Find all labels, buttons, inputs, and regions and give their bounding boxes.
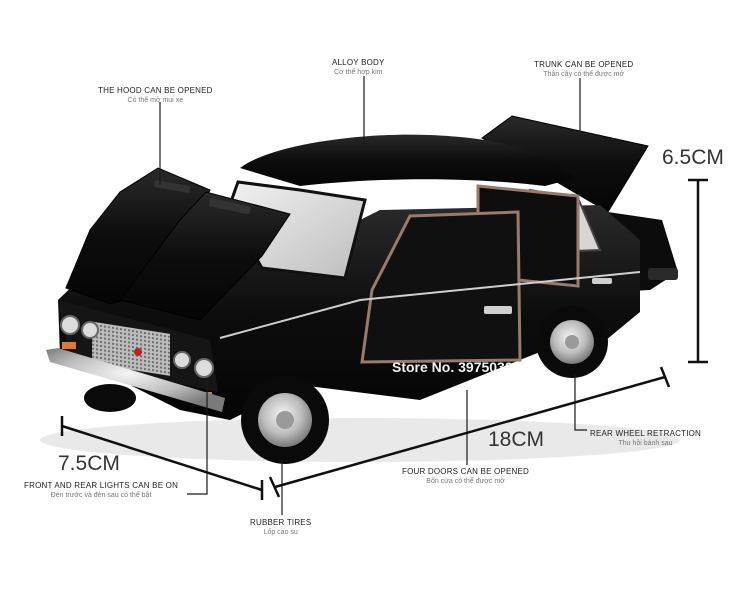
dim-length-cap-start: [268, 476, 281, 498]
callout-lights: FRONT AND REAR LIGHTS CAN BE ON Đèn trướ…: [24, 481, 178, 499]
hood-panel-front: [119, 191, 291, 321]
dim-width-line: [61, 424, 263, 492]
side-chrome-strip: [219, 271, 641, 339]
callout-tires: RUBBER TIRES Lốp cao su: [250, 518, 311, 536]
headlight-left-inner: [81, 321, 99, 339]
callout-trunk-vi: Thân cây có thể được mở: [543, 71, 625, 78]
roof: [240, 134, 575, 186]
callout-body: ALLOY BODY Cơ thể hợp kim: [332, 58, 385, 76]
hood-panel-back: [65, 167, 211, 305]
callout-wheel-vi: Thu hồi bánh sau: [618, 440, 673, 447]
trunk-lid: [481, 115, 649, 213]
callout-lights-vi: Đèn trước và đèn sau có thể bật: [50, 492, 152, 499]
callout-doors-en: FOUR DOORS CAN BE OPENED: [402, 467, 530, 476]
door-handle: [484, 306, 512, 314]
callout-doors: FOUR DOORS CAN BE OPENED Bốn cửa có thể …: [402, 467, 529, 485]
front-door-open: [360, 210, 522, 364]
rear-right-wheel: [536, 306, 608, 378]
callout-body-vi: Cơ thể hợp kim: [334, 69, 383, 76]
headlight-left-outer: [60, 315, 80, 335]
callout-wheel-en: REAR WHEEL RETRACTION: [590, 429, 702, 438]
grille-emblem: [134, 348, 142, 356]
callout-hood: THE HOOD CAN BE OPENED Có thể mở mui xe: [98, 86, 213, 104]
callout-tires-en: RUBBER TIRES: [250, 518, 312, 527]
dimension-length-label: 18CM: [488, 428, 545, 451]
dim-length-cap-end: [659, 366, 671, 388]
leader-lights: [187, 380, 208, 495]
callout-trunk: TRUNK CAN BE OPENED Thân cây có thể được…: [534, 60, 633, 78]
rear-bumper: [648, 268, 678, 280]
callout-hood-en: THE HOOD CAN BE OPENED: [98, 86, 213, 95]
callout-hood-vi: Có thể mở mui xe: [127, 97, 184, 104]
headlight-right-inner: [173, 351, 191, 369]
turn-signal-left: [62, 342, 76, 349]
headlight-right-outer: [194, 358, 214, 378]
front-bumper: [46, 348, 225, 412]
leader-wheel: [574, 375, 587, 431]
door-handle-rear: [592, 278, 612, 284]
hood-vent-2: [154, 180, 191, 193]
callout-body-en: ALLOY BODY: [332, 58, 385, 67]
store-watermark: Store No. 3975030: [392, 359, 513, 375]
dim-length-line: [274, 375, 666, 489]
callout-wheel: REAR WHEEL RETRACTION Thu hồi bánh sau: [590, 429, 701, 447]
front-right-wheel: [241, 376, 329, 464]
callout-lights-en: FRONT AND REAR LIGHTS CAN BE ON: [24, 481, 179, 490]
hood-vent: [208, 198, 251, 215]
callout-doors-vi: Bốn cửa có thể được mở: [426, 478, 505, 485]
dimension-width-label: 7.5CM: [58, 452, 120, 475]
dimension-height-label: 6.5CM: [662, 146, 724, 169]
front-left-wheel: [84, 384, 136, 412]
grille: [92, 321, 170, 376]
callout-trunk-en: TRUNK CAN BE OPENED: [534, 60, 634, 69]
ground-shadow: [40, 418, 680, 462]
callout-tires-vi: Lốp cao su: [263, 529, 298, 536]
